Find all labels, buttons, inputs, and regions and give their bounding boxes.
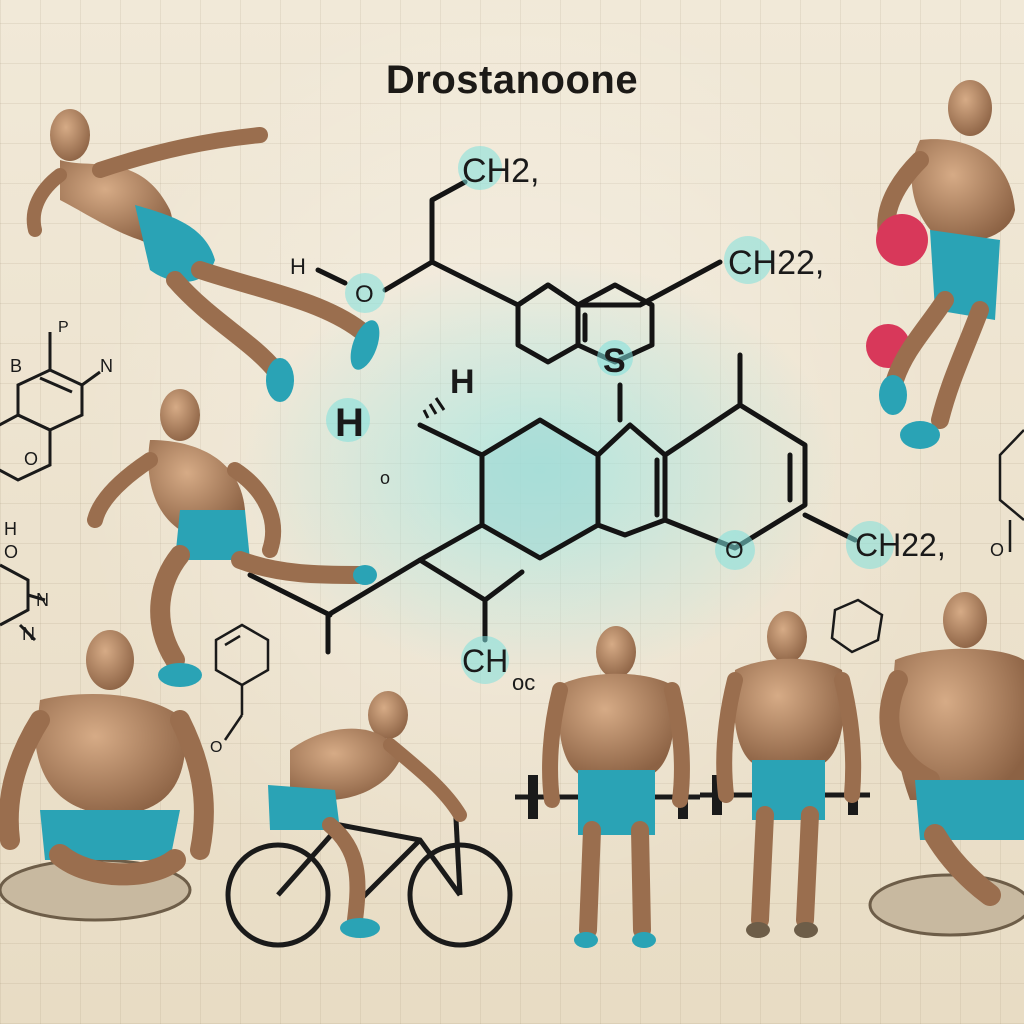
left2-o: O (4, 542, 18, 562)
label-ho-left: H (290, 254, 306, 279)
label-ch-bottom: CH (462, 643, 508, 679)
label-ho-mid: H (335, 401, 364, 445)
hash-wedge (422, 397, 446, 419)
poster-title: Drostanoone (385, 58, 639, 102)
athlete-ball-icon (866, 80, 1015, 449)
left-fragment-top (0, 332, 101, 482)
cyclist-icon (225, 691, 513, 948)
label-s-center: S (603, 342, 626, 380)
left-frag-o: O (24, 449, 38, 469)
left2-n1: N (36, 590, 49, 610)
left-frag-n: N (100, 356, 113, 376)
label-glows (326, 146, 894, 684)
left-frag-b: B (10, 356, 22, 376)
molecule-labels: CH2, CH22, H O S H H o O CH22, CH oc (290, 152, 946, 695)
barbell-icon (515, 626, 700, 948)
right-fragment (830, 429, 1024, 654)
label-o-left: O (355, 281, 374, 308)
athlete-kneel-icon (868, 592, 1024, 937)
label-ch2-top: CH2, (462, 152, 539, 190)
athlete-run-icon (87, 389, 377, 687)
barbell-icon-2 (700, 611, 870, 938)
athlete-leap-icon (26, 109, 380, 402)
molecule-structure (247, 179, 858, 655)
athlete-seated-icon (0, 630, 214, 922)
label-o-mid-small: o (380, 468, 390, 488)
label-ch-bottom-suffix: oc (512, 670, 535, 695)
left-frag-p: P (58, 319, 69, 336)
left2-h: H (4, 519, 17, 539)
small-benzene (214, 623, 270, 741)
label-h-wedge: H (450, 363, 475, 401)
label-ch22-bottom-right: CH22, (855, 527, 946, 563)
label-o-ring: O (725, 537, 744, 564)
small-frag-o: O (210, 739, 222, 756)
right-frag-o: O (990, 540, 1004, 560)
left2-n2: N (22, 624, 35, 644)
left-fragment-bottom (0, 563, 46, 642)
label-ch22-right: CH22, (728, 244, 824, 282)
